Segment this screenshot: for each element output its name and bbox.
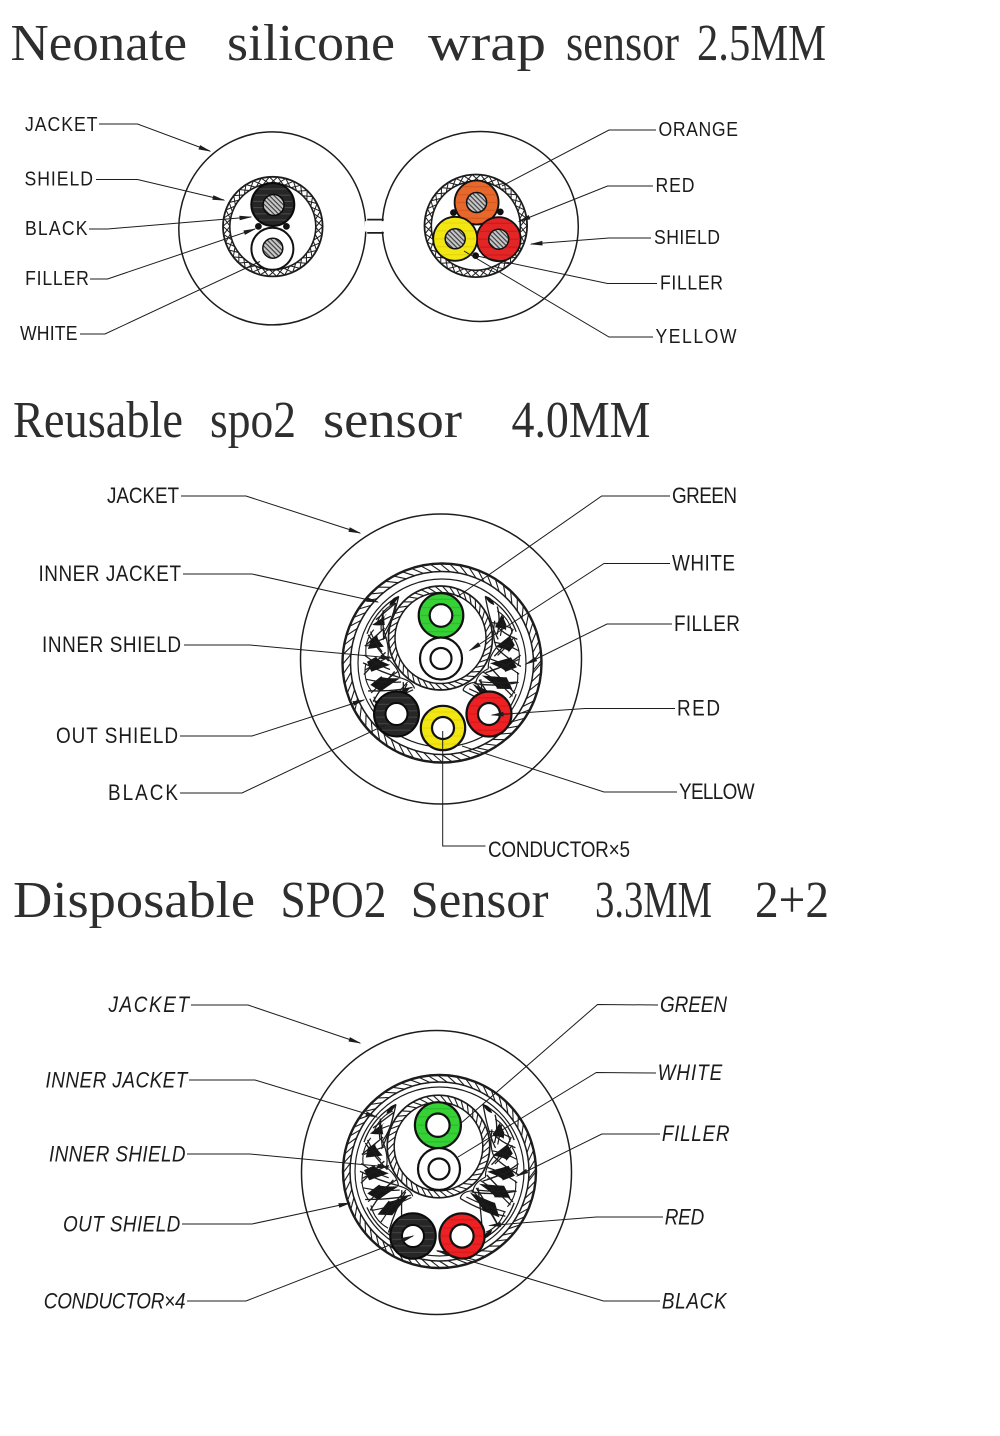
svg-text:JACKET: JACKET [107, 484, 179, 509]
svg-text:CONDUCTOR×5: CONDUCTOR×5 [488, 838, 630, 863]
svg-text:INNER SHIELD: INNER SHIELD [42, 633, 181, 658]
svg-text:SHIELD: SHIELD [654, 227, 720, 250]
svg-text:JACKET: JACKET [25, 114, 98, 137]
svg-text:wrap: wrap [428, 15, 546, 72]
svg-text:Reusable: Reusable [13, 392, 183, 449]
svg-text:sensor: sensor [566, 15, 679, 72]
svg-text:INNER JACKET: INNER JACKET [38, 562, 181, 587]
svg-text:GREEN: GREEN [672, 484, 737, 509]
svg-text:2.5MM: 2.5MM [697, 15, 826, 72]
svg-text:BLACK: BLACK [25, 218, 88, 241]
svg-text:WHITE: WHITE [672, 551, 735, 576]
svg-text:4.0MM: 4.0MM [512, 392, 651, 449]
svg-text:3.3MM: 3.3MM [595, 872, 712, 929]
svg-text:SPO2: SPO2 [281, 872, 387, 929]
svg-text:ORANGE: ORANGE [659, 119, 738, 142]
svg-text:YELLOW: YELLOW [656, 326, 737, 349]
svg-text:BLACK: BLACK [662, 1289, 728, 1314]
svg-text:RED: RED [656, 175, 695, 198]
svg-text:OUT SHIELD: OUT SHIELD [56, 724, 178, 749]
svg-text:Disposable: Disposable [13, 872, 255, 929]
svg-text:2+2: 2+2 [755, 872, 829, 929]
svg-text:BLACK: BLACK [108, 781, 178, 806]
svg-text:CONDUCTOR×4: CONDUCTOR×4 [44, 1289, 186, 1314]
svg-text:FILLER: FILLER [674, 612, 740, 637]
svg-text:RED: RED [677, 696, 720, 721]
svg-text:SHIELD: SHIELD [24, 168, 93, 191]
svg-text:sensor: sensor [323, 392, 462, 449]
svg-text:FILLER: FILLER [660, 272, 723, 295]
svg-text:YELLOW: YELLOW [679, 780, 755, 805]
svg-text:FILLER: FILLER [662, 1122, 730, 1147]
svg-text:GREEN: GREEN [660, 993, 727, 1018]
svg-text:WHITE: WHITE [20, 323, 78, 346]
svg-text:Neonate: Neonate [11, 15, 188, 72]
svg-text:RED: RED [665, 1205, 705, 1230]
svg-text:OUT SHIELD: OUT SHIELD [63, 1212, 180, 1237]
svg-text:Sensor: Sensor [411, 872, 549, 929]
svg-text:JACKET: JACKET [108, 993, 191, 1018]
svg-text:INNER JACKET: INNER JACKET [45, 1068, 188, 1093]
svg-text:INNER SHIELD: INNER SHIELD [49, 1142, 186, 1167]
svg-text:silicone: silicone [227, 15, 395, 72]
svg-text:spo2: spo2 [210, 392, 296, 449]
svg-text:FILLER: FILLER [25, 268, 89, 291]
